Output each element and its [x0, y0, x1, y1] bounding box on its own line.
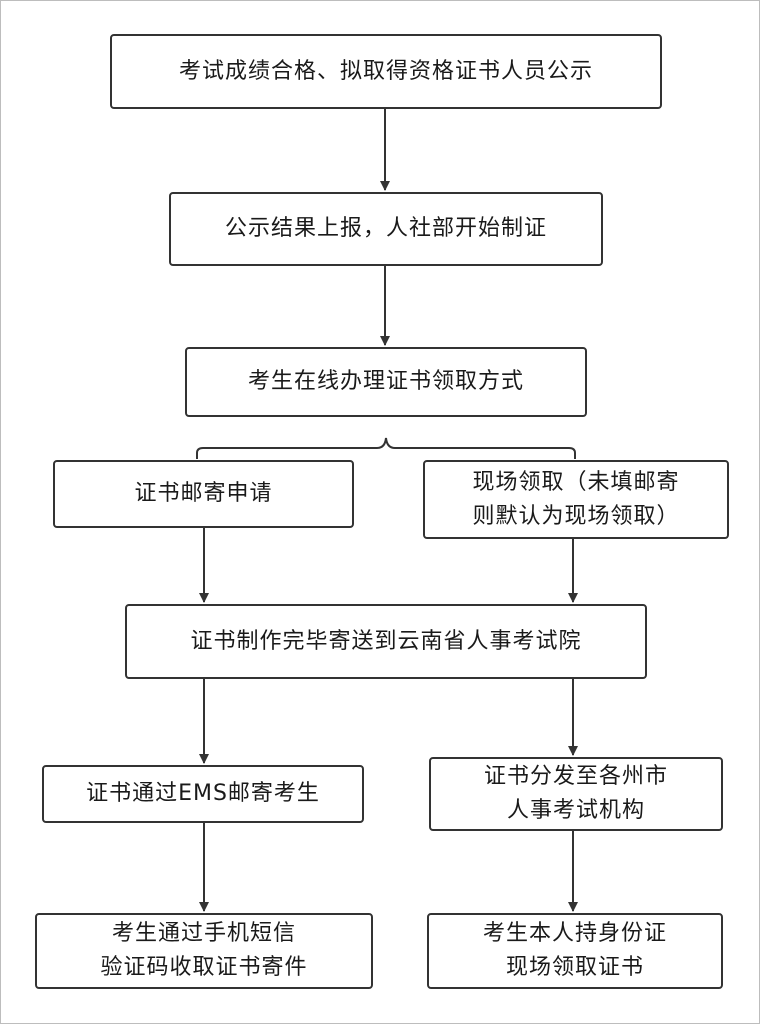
mail-receive-label-line2: 验证码收取证书寄件: [100, 955, 308, 980]
branch-onsite-box: 现场领取（未填邮寄 则默认为现场领取）: [423, 460, 729, 539]
step-publicity-label: 考试成绩合格、拟取得资格证书人员公示: [178, 58, 593, 84]
mail-ems-box: 证书通过EMS邮寄考生: [42, 765, 364, 823]
onsite-distribute-label-line1: 证书分发至各州市: [483, 764, 668, 789]
step-report-label: 公示结果上报，人社部开始制证: [224, 216, 547, 241]
step-online-box: 考生在线办理证书领取方式: [185, 347, 587, 417]
onsite-distribute-box: 证书分发至各州市 人事考试机构: [429, 757, 723, 831]
mail-ems-label: 证书通过EMS邮寄考生: [86, 781, 320, 806]
step-produce-box: 证书制作完毕寄送到云南省人事考试院: [125, 604, 647, 679]
onsite-collect-label-line2: 现场领取证书: [505, 955, 644, 980]
branch-mail-label: 证书邮寄申请: [134, 481, 273, 506]
mail-receive-label-line1: 考生通过手机短信: [111, 921, 296, 946]
brace-split-connector: [196, 437, 576, 459]
step-report-box: 公示结果上报，人社部开始制证: [169, 192, 603, 266]
onsite-collect-box: 考生本人持身份证 现场领取证书: [427, 913, 723, 989]
onsite-distribute-label-line2: 人事考试机构: [506, 798, 645, 823]
step-online-label: 考生在线办理证书领取方式: [247, 369, 524, 394]
branch-onsite-label-line2: 则默认为现场领取）: [472, 503, 680, 529]
mail-receive-box: 考生通过手机短信 验证码收取证书寄件: [35, 913, 373, 989]
branch-mail-box: 证书邮寄申请: [53, 460, 354, 528]
onsite-collect-label-line1: 考生本人持身份证: [482, 921, 667, 946]
step-publicity-box: 考试成绩合格、拟取得资格证书人员公示: [110, 34, 662, 109]
step-produce-label: 证书制作完毕寄送到云南省人事考试院: [190, 628, 582, 654]
branch-onsite-label-line1: 现场领取（未填邮寄: [472, 469, 680, 495]
